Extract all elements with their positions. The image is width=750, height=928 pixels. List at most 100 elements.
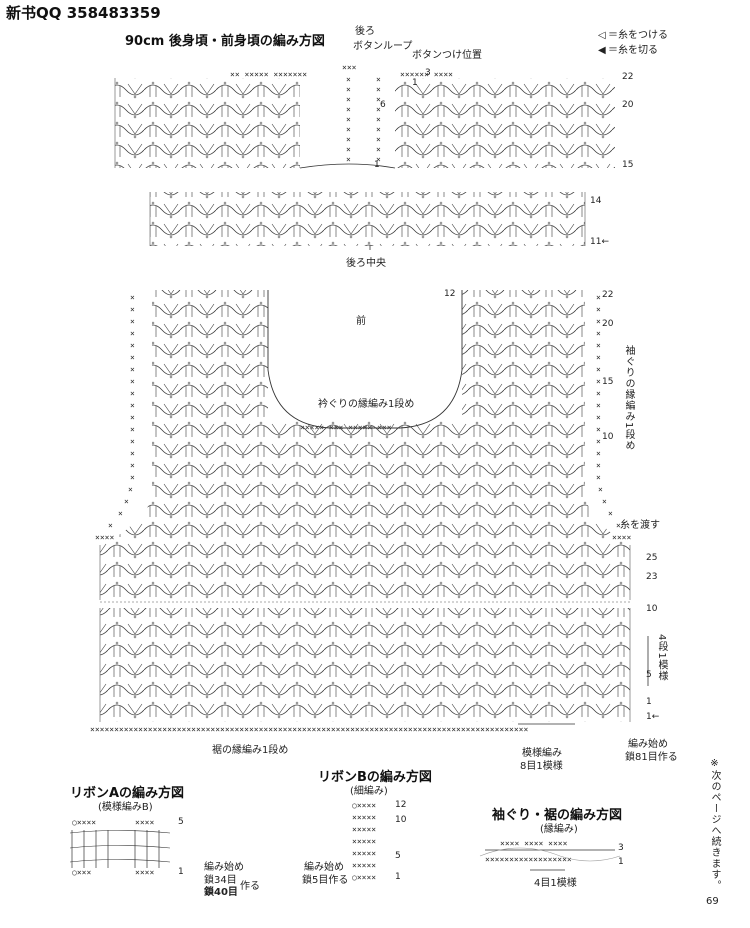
front-right-shoulder — [462, 290, 585, 420]
armhole-repeat: 4目1模様 — [534, 878, 577, 889]
ribbon-a-make: 作る — [240, 881, 260, 892]
svg-text:×: × — [346, 155, 351, 164]
legend-cut-text: ＝糸を切る — [608, 45, 658, 56]
front-row-20: 20 — [602, 319, 614, 329]
label-repeat: 4段1模様 — [656, 634, 667, 682]
svg-text:×: × — [130, 317, 135, 326]
svg-text:×: × — [616, 521, 621, 530]
front-row-10: 10 — [602, 432, 614, 442]
label-button-position: ボタンつけ位置 — [412, 50, 482, 61]
ribbon-a-chain-2: 鎖40目 — [204, 887, 238, 898]
ribbon-a-stitches — [69, 830, 171, 868]
back-row-22: 22 — [622, 72, 634, 82]
back-placket: ××× ××× ××× ××× ××× ××× ××× — [342, 63, 381, 164]
ribbon-a-row-5: 5 — [178, 817, 184, 827]
armhole-row-1: 1 — [618, 857, 624, 867]
front-row-5: 5 — [646, 670, 652, 680]
svg-text:××××××××××××××××××: ×××××××××××××××××× — [485, 855, 572, 864]
attach-yarn-icon: ◁ — [598, 30, 606, 41]
svg-text:×: × — [130, 449, 135, 458]
svg-text:○××××: ○×××× — [72, 818, 96, 827]
svg-text:×××× ×××× ××××: ×××× ×××× ×××× — [500, 839, 568, 848]
front-row-25: 25 — [646, 553, 658, 563]
svg-text:×: × — [130, 305, 135, 314]
back-center-row-1: 1 — [412, 78, 418, 88]
front-row-15: 15 — [602, 377, 614, 387]
svg-text:×: × — [596, 353, 601, 362]
front-row-22: 22 — [602, 290, 614, 300]
svg-text:×: × — [130, 341, 135, 350]
svg-text:×: × — [376, 115, 381, 124]
continued-note: ※次のページへ続きます。 — [709, 758, 720, 891]
svg-text:○××××: ○×××× — [352, 801, 376, 810]
svg-text:○×××: ○××× — [72, 868, 91, 877]
back-row-11: 11← — [590, 237, 609, 247]
svg-text:×: × — [130, 461, 135, 470]
svg-text:×: × — [376, 155, 381, 164]
label-start: 編み始め — [628, 739, 668, 750]
back-neck-edge-left: ×× ××××× ××××××× — [230, 70, 307, 79]
svg-text:×: × — [130, 413, 135, 422]
legend-cut: ◀＝糸を切る — [598, 41, 658, 56]
ribbon-b-row-10: 10 — [395, 815, 407, 825]
back-lower-band — [149, 192, 586, 246]
ribbon-a-chain-1: 鎖34目 — [204, 875, 237, 886]
svg-text:×××××: ××××× — [352, 825, 376, 834]
label-back: 後ろ — [355, 26, 375, 37]
label-hem-edge: 裾の縁編み1段め — [212, 745, 289, 756]
back-left-yoke — [114, 78, 300, 168]
svg-text:×××××: ××××× — [352, 849, 376, 858]
svg-text:×: × — [130, 329, 135, 338]
svg-text:×: × — [596, 377, 601, 386]
label-button-loop: ボタンループ — [353, 41, 413, 52]
svg-text:×: × — [346, 105, 351, 114]
svg-text:×: × — [596, 317, 601, 326]
svg-text:×: × — [596, 341, 601, 350]
label-start-chain: 鎖81目作る — [625, 752, 678, 763]
svg-text:×: × — [130, 401, 135, 410]
ribbon-b-row-12: 12 — [395, 800, 407, 810]
svg-text:×: × — [598, 485, 603, 494]
label-pattern-count: 8目1模様 — [520, 761, 563, 772]
svg-text:×: × — [346, 85, 351, 94]
svg-text:×: × — [130, 437, 135, 446]
back-row-15: 15 — [622, 160, 634, 170]
svg-text:×××××: ××××× — [352, 837, 376, 846]
svg-text:×: × — [602, 497, 607, 506]
svg-text:×: × — [130, 365, 135, 374]
svg-text:×: × — [376, 105, 381, 114]
svg-text:×: × — [130, 377, 135, 386]
svg-text:×: × — [108, 521, 113, 530]
svg-text:×: × — [130, 293, 135, 302]
svg-text:×××××: ××××× — [352, 813, 376, 822]
svg-text:×: × — [596, 329, 601, 338]
ribbon-b-row-5: 5 — [395, 851, 401, 861]
svg-text:×: × — [596, 449, 601, 458]
svg-text:×: × — [376, 75, 381, 84]
front-body — [99, 420, 631, 600]
svg-text:×: × — [596, 425, 601, 434]
svg-text:×: × — [346, 95, 351, 104]
svg-text:×: × — [346, 145, 351, 154]
armhole-row-3: 3 — [618, 843, 624, 853]
svg-text:×: × — [608, 509, 613, 518]
ribbon-b-diagram: ○×××× ××××× ××××× ××××× ××××× ××××× ○×××… — [352, 801, 376, 882]
svg-text:○××××: ○×××× — [352, 873, 376, 882]
hem-stitches: ××××××××××××××××××××××××××××××××××××××××… — [90, 725, 528, 734]
page-number: 69 — [706, 896, 719, 907]
svg-text:×: × — [596, 305, 601, 314]
svg-text:×: × — [596, 413, 601, 422]
svg-text:×: × — [124, 497, 129, 506]
svg-text:×: × — [596, 437, 601, 446]
back-right-yoke — [395, 78, 615, 168]
ribbon-a-subtitle: (模様編みB) — [98, 802, 153, 813]
svg-text:×××: ××× — [342, 63, 357, 72]
svg-text:×: × — [130, 353, 135, 362]
svg-text:×: × — [596, 293, 601, 302]
front-lower-body — [99, 608, 631, 722]
armhole-edge-diagram: ×××××××××××××××××× ×××× ×××× ×××× — [479, 839, 621, 871]
svg-text:××××: ×××× — [95, 533, 114, 542]
svg-text:×: × — [130, 389, 135, 398]
svg-text:×: × — [376, 145, 381, 154]
ribbon-a-start: 編み始め — [204, 862, 244, 873]
